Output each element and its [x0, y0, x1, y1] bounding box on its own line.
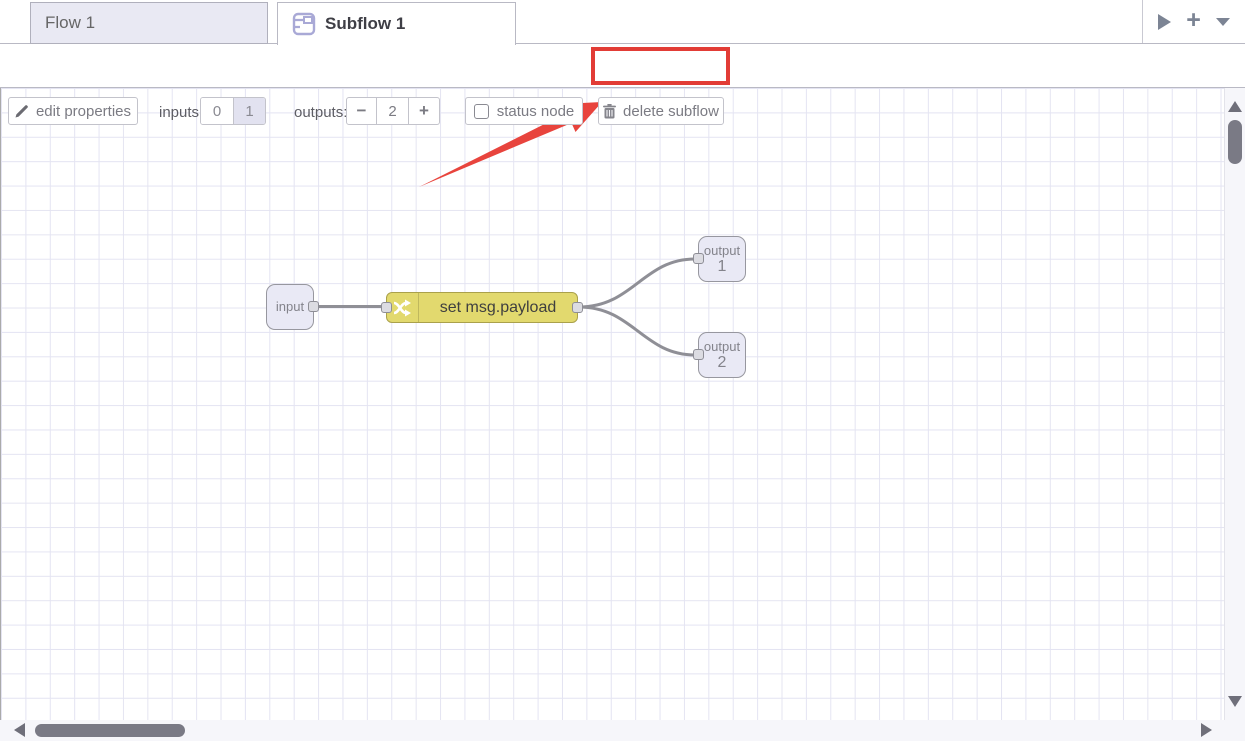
wire-change-to-output2[interactable] — [578, 305, 696, 357]
output1-node-number: 1 — [717, 257, 727, 275]
outputs-decrement-button[interactable]: − — [346, 97, 377, 125]
pencil-icon — [15, 105, 28, 118]
output1-node-input-port[interactable] — [693, 253, 704, 264]
status-node-toggle[interactable]: status node — [465, 97, 583, 125]
tab-bar-controls: + — [1142, 0, 1245, 43]
shuffle-icon — [393, 299, 411, 316]
outputs-value-field[interactable]: 2 — [377, 97, 409, 125]
vertical-scrollbar[interactable] — [1224, 88, 1245, 721]
change-node-input-port[interactable] — [381, 302, 392, 313]
change-node-icon-area — [387, 293, 419, 322]
scroll-down-icon[interactable] — [1228, 696, 1242, 707]
scroll-left-icon[interactable] — [14, 723, 25, 737]
tab-flow-1[interactable]: Flow 1 — [30, 2, 268, 44]
next-tab-icon[interactable] — [1158, 13, 1172, 30]
trash-icon — [603, 103, 617, 118]
change-node-output-port[interactable] — [572, 302, 583, 313]
tab-subflow-1[interactable]: Subflow 1 — [277, 2, 516, 45]
inputs-option-0[interactable]: 0 — [201, 98, 233, 124]
delete-subflow-button[interactable]: delete subflow — [598, 97, 724, 125]
horizontal-scrollbar-thumb[interactable] — [35, 724, 185, 737]
workspace-tab-bar: Flow 1 Subflow 1 + — [0, 0, 1245, 45]
vertical-scrollbar-thumb[interactable] — [1228, 120, 1242, 164]
change-node[interactable]: set msg.payload — [381, 292, 583, 323]
edit-properties-button[interactable]: edit properties — [8, 97, 138, 125]
horizontal-scrollbar[interactable] — [0, 720, 1245, 741]
inputs-label: inputs: — [159, 104, 204, 121]
subflow-output2-node[interactable]: output 2 — [693, 332, 746, 378]
change-node-label: set msg.payload — [439, 298, 557, 316]
add-flow-icon[interactable]: + — [1186, 5, 1201, 34]
status-node-checkbox[interactable] — [473, 103, 489, 119]
output1-node-label: output — [703, 242, 741, 258]
tab-list-chevron-down-icon[interactable] — [1215, 17, 1230, 26]
delete-subflow-label: delete subflow — [623, 102, 719, 120]
tab-flow-1-label: Flow 1 — [45, 13, 96, 32]
input-node-label: input — [275, 299, 305, 314]
subflow-icon — [292, 12, 316, 36]
outputs-increment-button[interactable]: + — [409, 97, 440, 125]
outputs-label: outputs: — [294, 104, 348, 121]
edit-properties-label: edit properties — [35, 102, 132, 120]
input-node-output-port[interactable] — [308, 301, 319, 312]
tab-subflow-1-label: Subflow 1 — [325, 14, 406, 33]
subflow-input-node[interactable]: input — [266, 284, 319, 330]
output2-node-label: output — [703, 338, 741, 354]
subflow-toolbar: edit properties inputs: 0 1 outputs: − 2… — [0, 45, 1245, 125]
subflow-output1-node[interactable]: output 1 — [693, 236, 746, 282]
wires-layer — [314, 257, 696, 357]
scroll-right-icon[interactable] — [1201, 723, 1212, 737]
wire-change-to-output1[interactable] — [578, 257, 696, 309]
status-node-label: status node — [496, 102, 575, 120]
inputs-toggle-group: 0 1 — [200, 97, 266, 125]
output2-node-input-port[interactable] — [693, 349, 704, 360]
inputs-option-1[interactable]: 1 — [233, 98, 265, 124]
scroll-up-icon[interactable] — [1228, 101, 1242, 112]
output2-node-number: 2 — [717, 353, 727, 371]
flow-canvas[interactable]: input set msg.payload output 1 — [0, 88, 1245, 741]
